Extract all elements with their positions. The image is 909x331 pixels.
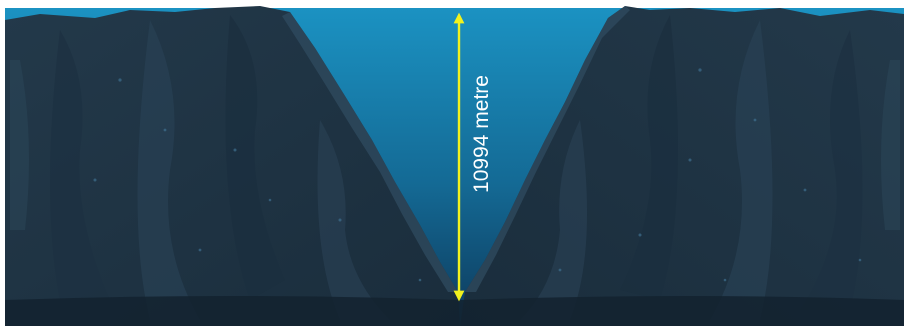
trench-floor bbox=[5, 296, 904, 326]
depth-label: 10994 metre bbox=[470, 75, 493, 193]
